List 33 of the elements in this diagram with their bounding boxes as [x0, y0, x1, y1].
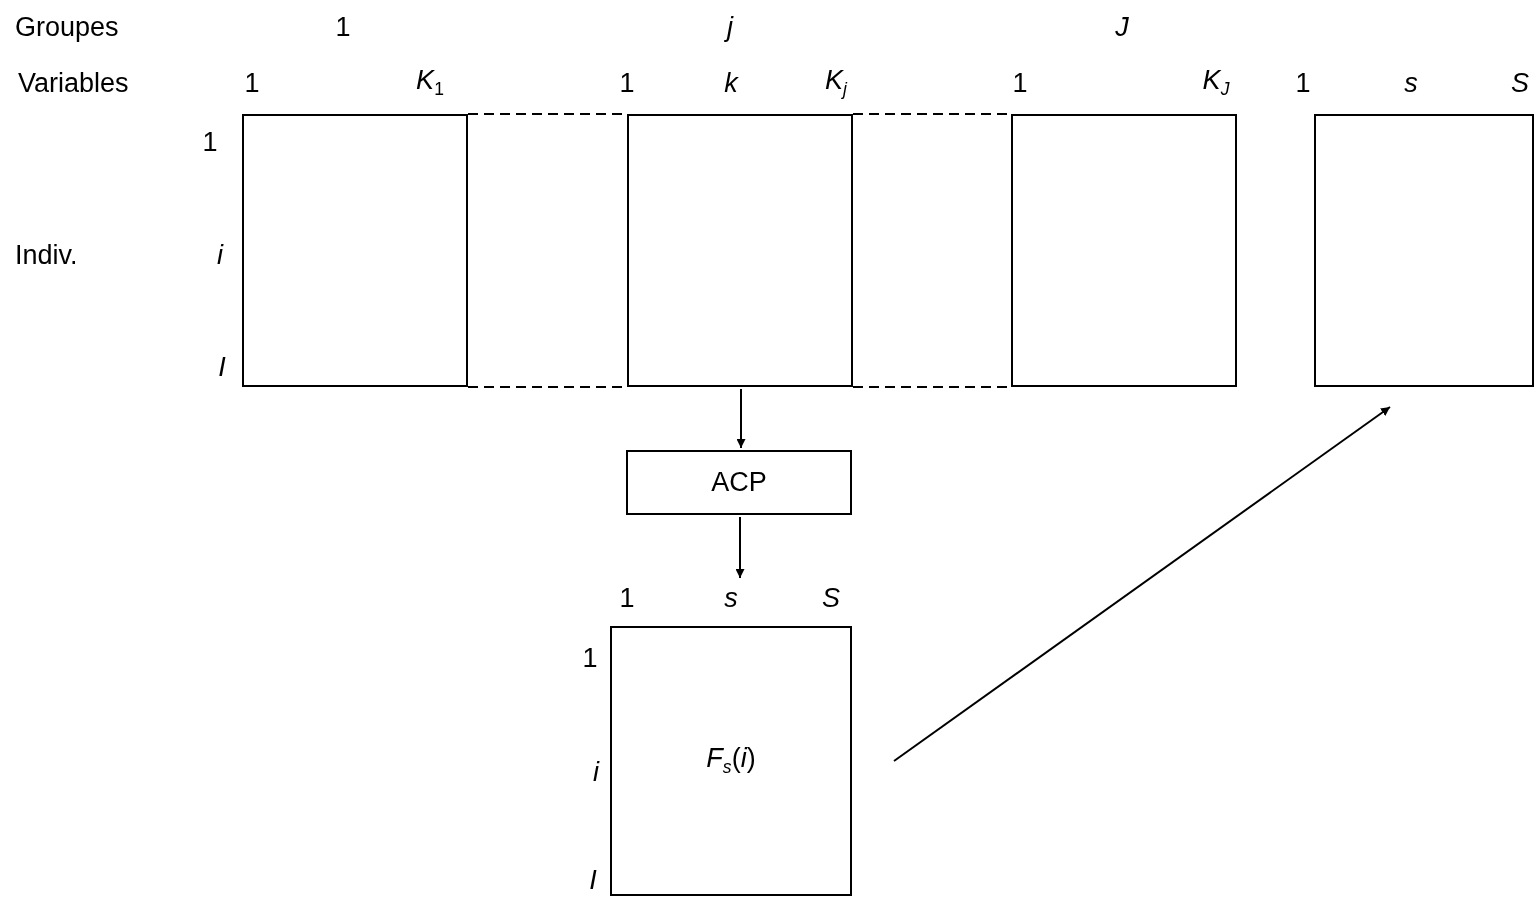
column-index: 1	[619, 69, 635, 97]
column-index: s	[1404, 69, 1418, 97]
column-index: 1	[619, 584, 635, 612]
matrix-box	[242, 114, 468, 387]
column-index: K$_{1}$	[416, 67, 444, 99]
matrix-box	[1011, 114, 1237, 387]
column-index: K$_{J}$	[1202, 67, 1230, 99]
group-number: 1	[335, 13, 351, 41]
column-index: s	[724, 584, 738, 612]
row-heading: Groupes	[15, 13, 119, 41]
group-index: J	[1115, 13, 1129, 41]
column-index: K$_{j}$	[825, 67, 847, 99]
arrow	[893, 406, 1391, 762]
matrix-box: F$_{s}$(i)	[610, 626, 852, 896]
arrow	[735, 516, 745, 579]
row-index: i	[593, 758, 599, 786]
arrow	[736, 388, 746, 449]
column-index: k	[724, 69, 738, 97]
row-index: I	[218, 353, 226, 381]
row-heading: Variables	[18, 69, 129, 97]
matrix-box	[627, 114, 853, 387]
matrix-box	[1314, 114, 1534, 387]
row-heading: Indiv.	[15, 241, 78, 269]
column-index: 1	[1012, 69, 1028, 97]
process-box: ACP	[626, 450, 852, 515]
column-index: S	[1511, 69, 1529, 97]
row-index: i	[217, 241, 223, 269]
column-index: S	[822, 584, 840, 612]
row-index: 1	[202, 128, 218, 156]
row-index: 1	[582, 644, 598, 672]
column-index: 1	[244, 69, 260, 97]
row-index: I	[589, 866, 597, 894]
column-index: 1	[1295, 69, 1311, 97]
